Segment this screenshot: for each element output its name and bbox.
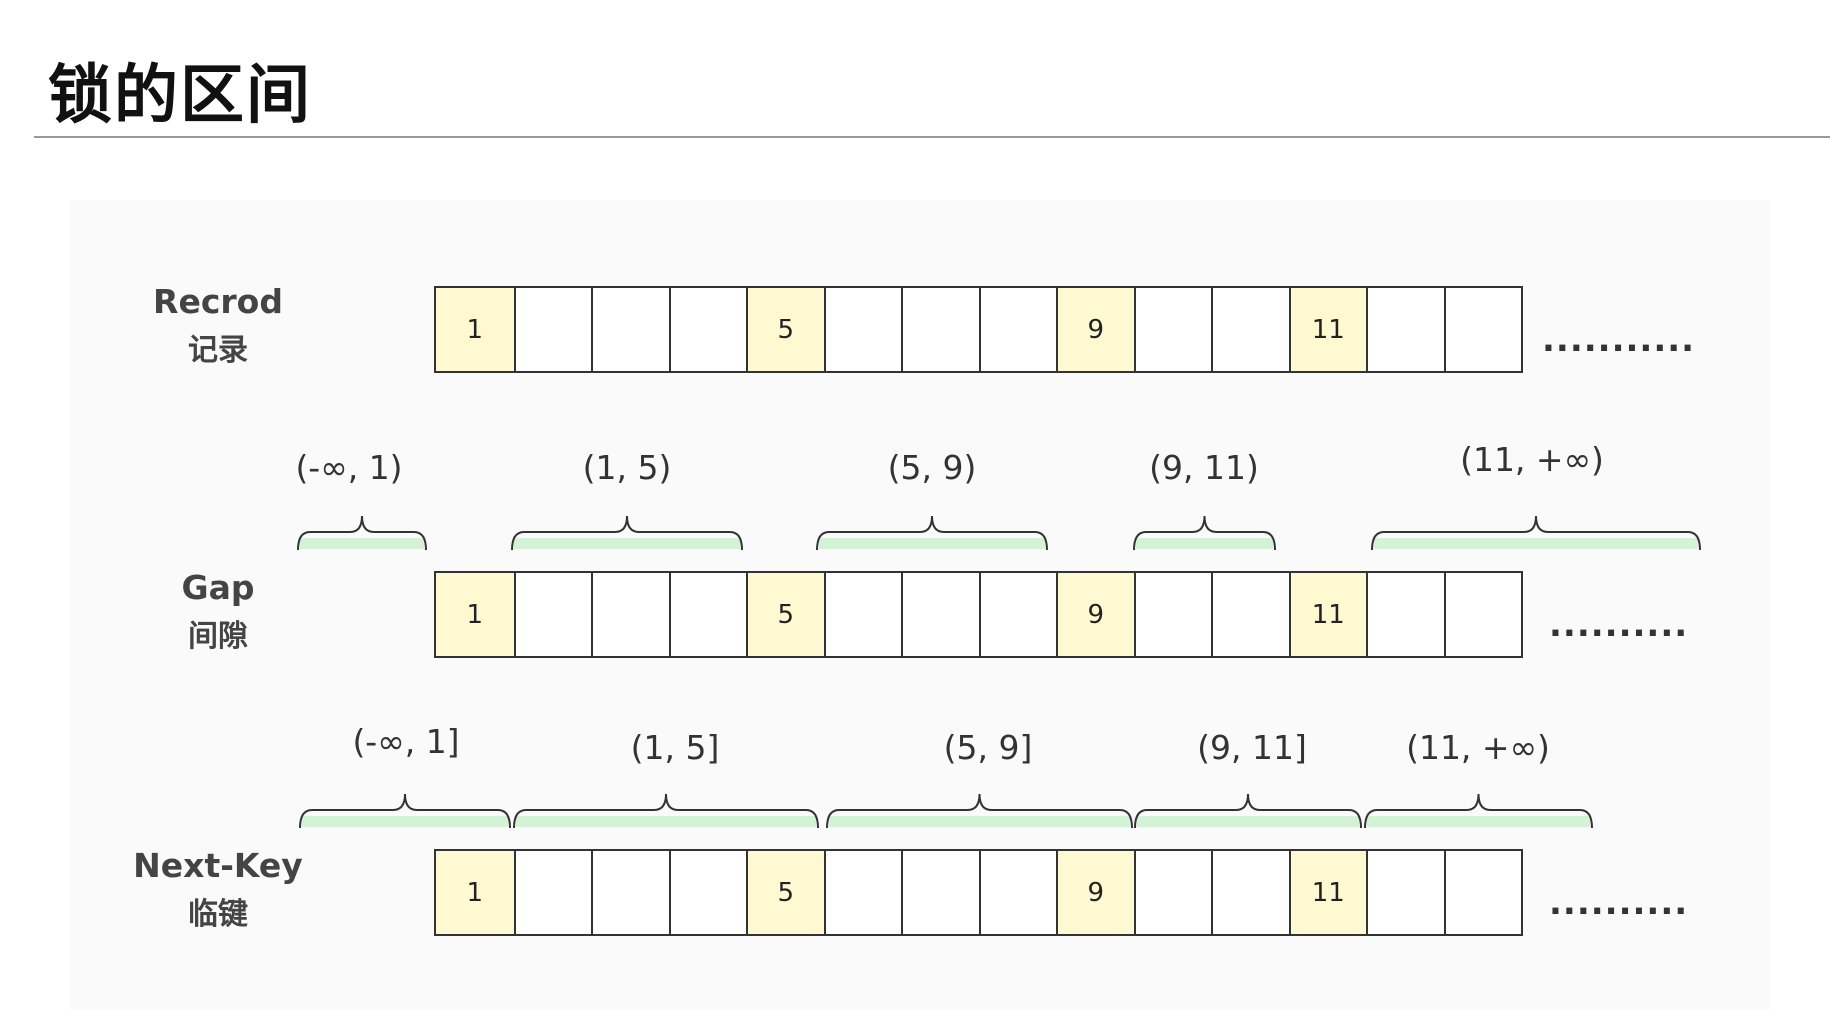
gap-interval-label: (9, 11) bbox=[1149, 448, 1259, 487]
record-cell-empty bbox=[1133, 288, 1212, 371]
row-label-record-en: Recrod bbox=[153, 282, 283, 321]
gap-interval-label: (11, +∞) bbox=[1460, 440, 1604, 479]
row-label-next-key-cn: 临键 bbox=[188, 897, 248, 932]
next-key-interval-label: (1, 5] bbox=[630, 728, 720, 767]
record-cell-empty bbox=[978, 851, 1057, 934]
record-cell-empty bbox=[1366, 288, 1444, 371]
row-label-record-cn: 记录 bbox=[188, 333, 248, 368]
record-cell-1: 1 bbox=[436, 851, 514, 934]
record-cell-empty bbox=[591, 573, 669, 656]
record-cell-5: 5 bbox=[746, 851, 824, 934]
record-cell-empty bbox=[1443, 288, 1522, 371]
next-key-interval-label: (5, 9] bbox=[943, 728, 1033, 767]
page-title: 锁的区间 bbox=[48, 59, 312, 133]
record-cell-empty bbox=[1211, 288, 1289, 371]
record-cell-empty bbox=[1133, 573, 1212, 656]
row-label-next-key: Next-Key 临键 bbox=[108, 846, 328, 933]
next-key-row-cells: 1 5 9 11 bbox=[434, 849, 1523, 936]
row-label-gap: Gap 间隙 bbox=[108, 568, 328, 655]
next-key-brace bbox=[513, 793, 819, 829]
record-cell-empty bbox=[978, 573, 1057, 656]
record-cell-empty bbox=[513, 288, 592, 371]
record-cell-empty bbox=[823, 288, 902, 371]
gap-row-ellipsis: .......... bbox=[1549, 605, 1689, 645]
record-cell-empty bbox=[1443, 573, 1522, 656]
record-cell-empty bbox=[591, 288, 669, 371]
record-row-cells: 1 5 9 11 bbox=[434, 286, 1523, 373]
record-cell-empty bbox=[823, 573, 902, 656]
record-cell-empty bbox=[901, 288, 979, 371]
row-label-gap-en: Gap bbox=[181, 568, 255, 607]
record-cell-11: 11 bbox=[1288, 573, 1366, 656]
record-cell-empty bbox=[1211, 851, 1289, 934]
title-divider bbox=[34, 136, 1830, 138]
record-cell-empty bbox=[1211, 573, 1289, 656]
record-cell-1: 1 bbox=[436, 288, 514, 371]
record-cell-11: 11 bbox=[1288, 288, 1366, 371]
record-cell-empty bbox=[1133, 851, 1212, 934]
record-cell-empty bbox=[513, 573, 592, 656]
record-cell-9: 9 bbox=[1056, 288, 1134, 371]
record-cell-empty bbox=[1366, 573, 1444, 656]
row-label-next-key-en: Next-Key bbox=[133, 846, 303, 885]
record-cell-empty bbox=[668, 573, 747, 656]
gap-brace bbox=[1133, 515, 1276, 551]
gap-brace bbox=[297, 515, 427, 551]
gap-row-cells: 1 5 9 11 bbox=[434, 571, 1523, 658]
next-key-interval-label: (-∞, 1] bbox=[352, 722, 460, 761]
row-label-record: Recrod 记录 bbox=[108, 282, 328, 369]
gap-brace bbox=[816, 515, 1048, 551]
next-key-brace bbox=[1364, 793, 1593, 829]
record-cell-1: 1 bbox=[436, 573, 514, 656]
record-cell-empty bbox=[668, 851, 747, 934]
gap-interval-label: (5, 9) bbox=[887, 448, 977, 487]
next-key-row-ellipsis: .......... bbox=[1549, 883, 1689, 923]
gap-brace bbox=[1371, 515, 1701, 551]
next-key-interval-label: (11, +∞) bbox=[1406, 728, 1550, 767]
record-cell-empty bbox=[1443, 851, 1522, 934]
next-key-brace bbox=[1134, 793, 1362, 829]
gap-interval-label: (-∞, 1) bbox=[295, 448, 403, 487]
record-cell-empty bbox=[901, 573, 979, 656]
record-cell-empty bbox=[1366, 851, 1444, 934]
record-cell-5: 5 bbox=[746, 573, 824, 656]
record-cell-empty bbox=[668, 288, 747, 371]
record-cell-9: 9 bbox=[1056, 573, 1134, 656]
gap-interval-label: (1, 5) bbox=[582, 448, 672, 487]
record-cell-9: 9 bbox=[1056, 851, 1134, 934]
record-cell-empty bbox=[591, 851, 669, 934]
record-cell-empty bbox=[823, 851, 902, 934]
row-label-gap-cn: 间隙 bbox=[188, 619, 248, 654]
gap-brace bbox=[511, 515, 743, 551]
next-key-brace bbox=[826, 793, 1133, 829]
record-cell-empty bbox=[978, 288, 1057, 371]
record-cell-11: 11 bbox=[1288, 851, 1366, 934]
next-key-brace bbox=[299, 793, 511, 829]
record-cell-empty bbox=[513, 851, 592, 934]
record-cell-5: 5 bbox=[746, 288, 824, 371]
next-key-interval-label: (9, 11] bbox=[1197, 728, 1307, 767]
record-cell-empty bbox=[901, 851, 979, 934]
record-row-ellipsis: ........... bbox=[1542, 320, 1696, 360]
